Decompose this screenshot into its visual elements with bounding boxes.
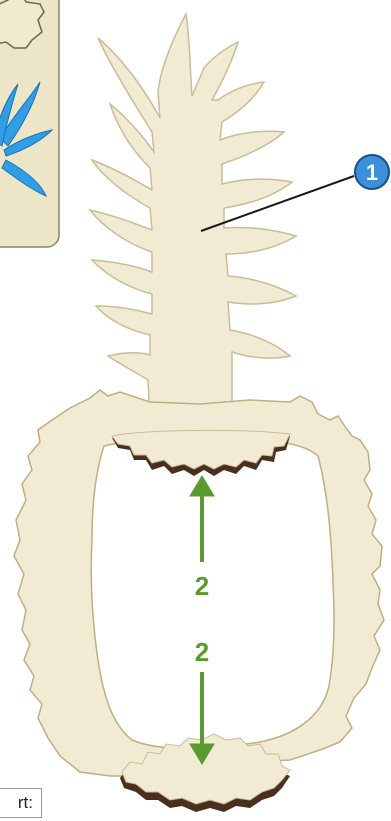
callout-number: 1 [366,160,378,185]
parts-label-text: rt: [18,793,33,813]
dimension-arrow-lower [190,672,214,764]
top-gear-piece [112,430,290,476]
dimension-label-lower: 2 [195,637,209,667]
parts-label-box: rt: [0,788,42,818]
dimension-arrow-upper [190,476,214,562]
dimension-label-upper: 2 [195,571,209,601]
pineapple-crown [90,14,296,420]
inset-panel [0,0,59,247]
